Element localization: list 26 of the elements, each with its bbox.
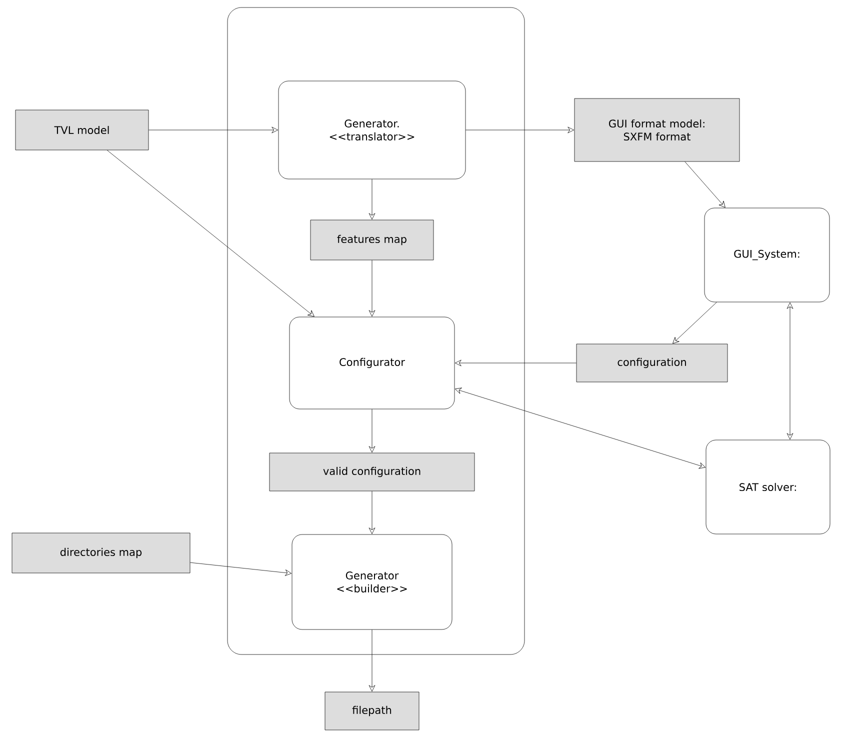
data-box: valid configuration <box>269 452 475 492</box>
arrow <box>190 562 292 576</box>
arrow <box>454 388 706 469</box>
arrow <box>368 260 376 317</box>
data-box: features map <box>310 220 434 260</box>
component-box: Configurator <box>289 316 455 410</box>
data-box: GUI format model: SXFM format <box>574 98 740 162</box>
data-box: directories map <box>12 532 190 574</box>
component-box: Generator. <<translator>> <box>278 80 466 180</box>
data-box: TVL model <box>15 110 149 150</box>
arrow <box>368 409 376 453</box>
arrow <box>684 162 726 208</box>
data-box: filepath <box>324 692 420 730</box>
component-box: SAT solver: <box>706 440 830 534</box>
arrow <box>148 126 278 134</box>
component-box: GUI_System: <box>704 208 830 302</box>
arrow <box>786 302 794 440</box>
component-box: Generator <<builder>> <box>292 534 452 630</box>
arrow <box>672 302 717 344</box>
arrow <box>368 179 376 220</box>
arrow <box>368 630 376 692</box>
arrow <box>106 150 314 317</box>
arrow <box>466 126 574 134</box>
data-box: configuration <box>576 344 728 382</box>
arrow <box>454 360 576 366</box>
arrow <box>368 491 376 534</box>
